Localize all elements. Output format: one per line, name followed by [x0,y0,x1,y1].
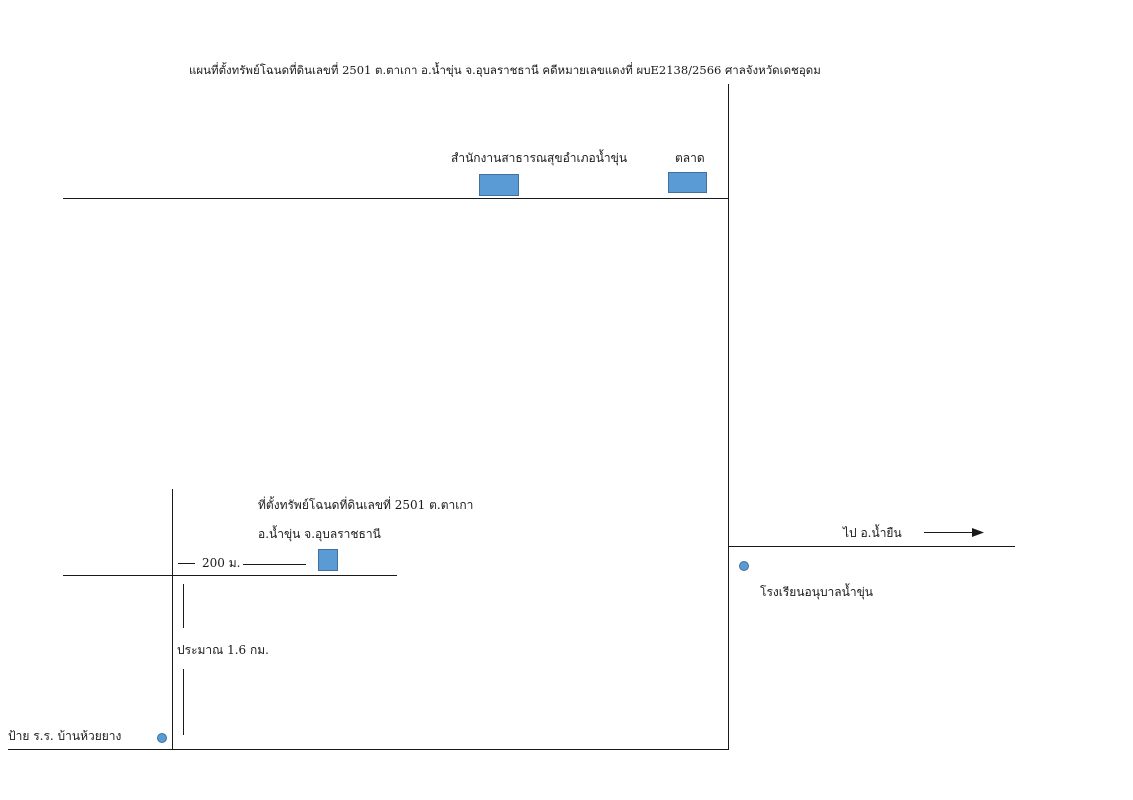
school-label: โรงเรียนอนุบาลน้ำขุ่น [760,585,873,599]
direction-label: ไป อ.น้ำยืน [843,526,902,540]
road-bottom-horizontal [8,749,729,750]
direction-arrow-head-icon [972,528,984,537]
distance-200m-label: 200 ม. [202,556,241,570]
road-top-horizontal [63,198,729,199]
health-office-label: สำนักงานสาธารณสุขอำเภอน้ำขุ่น [451,151,628,165]
road-right-branch [729,546,1015,547]
distance-1-6km-label: ประมาณ 1.6 กม. [177,643,269,657]
health-office-marker [479,174,519,196]
distance-1-6km-tick-bottom [183,669,184,735]
direction-arrow-shaft [924,532,974,533]
map-title: แผนที่ตั้งทรัพย์โฉนดที่ดินเลขที่ 2501 ต.… [189,63,821,77]
bus-stop-marker [157,733,167,743]
distance-200m-tick-right [243,564,306,565]
road-side-vertical [172,489,173,750]
market-marker [668,172,707,193]
bus-stop-label: ป้าย ร.ร. บ้านห้วยยาง [8,729,122,743]
property-marker [318,549,338,571]
road-side-horizontal [63,575,397,576]
distance-1-6km-tick-top [183,584,184,628]
distance-200m-tick-left [178,563,195,564]
road-main-vertical [728,84,729,750]
property-label-line1: ที่ตั้งทรัพย์โฉนดที่ดินเลขที่ 2501 ต.ตาเ… [258,498,474,512]
school-marker [739,561,749,571]
property-label-line2: อ.น้ำขุ่น จ.อุบลราชธานี [258,527,381,541]
market-label: ตลาด [675,151,705,165]
